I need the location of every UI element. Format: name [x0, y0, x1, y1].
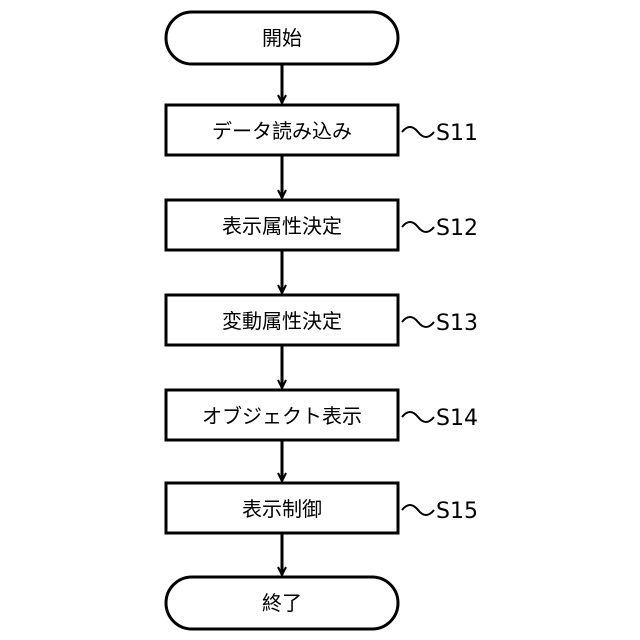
- step-s14: オブジェクト表示 S14: [166, 390, 478, 440]
- step-s15-leader: [402, 505, 434, 515]
- step-s13-label: 変動属性決定: [222, 309, 342, 333]
- start-label: 開始: [262, 26, 302, 50]
- step-s14-label: オブジェクト表示: [202, 404, 362, 428]
- step-s15: 表示制御 S15: [166, 483, 478, 533]
- step-s13-leader: [402, 317, 434, 327]
- step-s12: 表示属性決定 S12: [166, 200, 478, 250]
- step-s11-label: データ読み込み: [212, 119, 352, 143]
- start-terminator: 開始: [166, 12, 398, 64]
- end-terminator: 終了: [166, 577, 398, 629]
- step-s11: データ読み込み S11: [166, 105, 478, 155]
- step-s13-ref: S13: [436, 311, 478, 336]
- end-label: 終了: [262, 591, 302, 615]
- step-s11-ref: S11: [436, 121, 478, 146]
- step-s12-ref: S12: [436, 216, 478, 241]
- step-s12-label: 表示属性決定: [222, 214, 342, 238]
- step-s14-leader: [402, 412, 434, 422]
- step-s15-label: 表示制御: [242, 497, 322, 521]
- step-s11-leader: [402, 127, 434, 137]
- step-s15-ref: S15: [436, 499, 478, 524]
- step-s12-leader: [402, 222, 434, 232]
- step-s14-ref: S14: [436, 406, 478, 431]
- step-s13: 変動属性決定 S13: [166, 295, 478, 345]
